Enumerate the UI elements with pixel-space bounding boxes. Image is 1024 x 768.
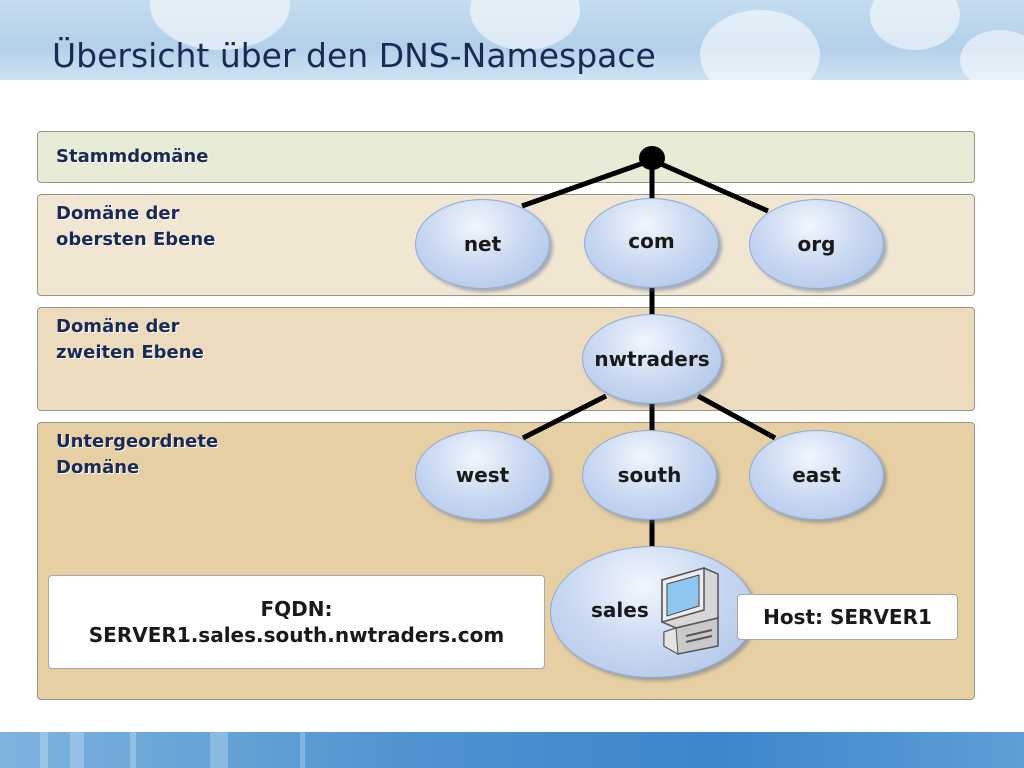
band-second-level-line1: Domäne der	[56, 316, 180, 337]
node-net: net	[415, 199, 550, 289]
page-title: Übersicht über den DNS-Namespace	[52, 36, 656, 75]
node-east: east	[749, 430, 884, 520]
band-root: Stammdomäne	[37, 131, 975, 183]
band-label-root: Stammdomäne	[56, 144, 208, 170]
fqdn-label: FQDN:	[260, 597, 333, 621]
edge-root-net	[521, 157, 653, 209]
header-banner: Übersicht über den DNS-Namespace	[0, 0, 1024, 80]
host-box: Host: SERVER1	[737, 594, 958, 640]
computer-icon	[661, 567, 719, 655]
edge-root-org	[650, 157, 770, 214]
node-sales: sales	[550, 546, 755, 678]
footer-banner	[0, 732, 1024, 768]
host-label: Host: SERVER1	[763, 605, 932, 629]
node-org-label: org	[797, 232, 836, 256]
node-org: org	[749, 199, 884, 289]
edge-nwtraders-west	[521, 393, 608, 441]
node-sales-label: sales	[591, 598, 649, 622]
band-top-level-line1: Domäne der	[56, 203, 180, 224]
node-south: south	[582, 430, 717, 520]
band-top-level-line2: obersten Ebene	[56, 229, 216, 250]
node-nwtraders: nwtraders	[582, 314, 722, 404]
band-label-second-level: Domäne der zweiten Ebene	[56, 314, 204, 366]
band-sub-line1: Untergeordnete	[56, 431, 219, 452]
node-com-label: com	[628, 229, 675, 253]
node-west-label: west	[455, 463, 510, 487]
band-label-sub: Untergeordnete Domäne	[56, 429, 218, 481]
band-second-level: Domäne der zweiten Ebene	[37, 307, 975, 411]
node-nwtraders-label: nwtraders	[594, 347, 710, 371]
edge-nwtraders-east	[696, 393, 777, 441]
node-com: com	[584, 198, 719, 288]
root-node	[639, 146, 665, 170]
fqdn-box: FQDN: SERVER1.sales.south.nwtraders.com	[48, 575, 545, 669]
band-second-level-line2: zweiten Ebene	[56, 342, 204, 363]
node-net-label: net	[463, 232, 502, 256]
band-root-text: Stammdomäne	[56, 146, 209, 167]
node-west: west	[415, 430, 550, 520]
node-south-label: south	[617, 463, 682, 487]
band-sub-line2: Domäne	[56, 457, 140, 478]
node-east-label: east	[792, 463, 841, 487]
band-label-top-level: Domäne der obersten Ebene	[56, 201, 215, 253]
fqdn-value: SERVER1.sales.south.nwtraders.com	[88, 623, 505, 647]
